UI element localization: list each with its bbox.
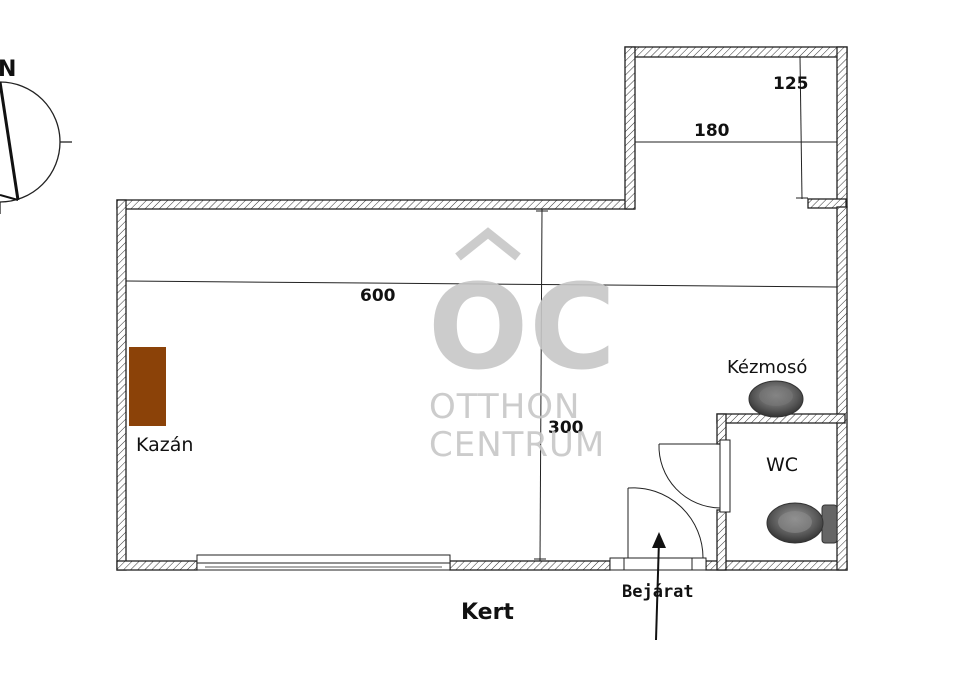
- watermark-line2: CENTRUM: [429, 425, 605, 465]
- wc-door-swing: [658, 443, 721, 509]
- entrance-arrow: [652, 532, 666, 641]
- dimension-width-label: 600: [360, 286, 396, 306]
- dimension-annex-depth-label: 125: [773, 74, 809, 94]
- entrance-label: Bejárat: [622, 582, 694, 602]
- compass: N: [0, 57, 72, 214]
- boiler: [129, 347, 166, 426]
- compass-north-label: N: [0, 57, 16, 82]
- boiler-label: Kazán: [136, 434, 193, 456]
- toilet: [766, 502, 838, 544]
- wc-label: WC: [766, 454, 798, 476]
- wash-basin: [748, 380, 804, 418]
- dimension-depth-label: 300: [548, 418, 584, 438]
- watermark-line1: OTTHON: [429, 387, 580, 427]
- wc-door: [658, 439, 731, 513]
- wash-basin-label: Kézmosó: [727, 357, 807, 378]
- watermark-logo: OC: [428, 258, 617, 396]
- exterior-walls: [116, 46, 848, 571]
- compass-needle: [0, 81, 20, 201]
- window-garden: [196, 554, 451, 571]
- entrance-door-swing: [627, 487, 704, 559]
- watermark: OC OTTHON CENTRUM: [428, 227, 617, 465]
- dimension-annex-width-label: 180: [694, 121, 730, 141]
- dimension-lines: [125, 56, 838, 562]
- garden-label: Kert: [461, 600, 514, 625]
